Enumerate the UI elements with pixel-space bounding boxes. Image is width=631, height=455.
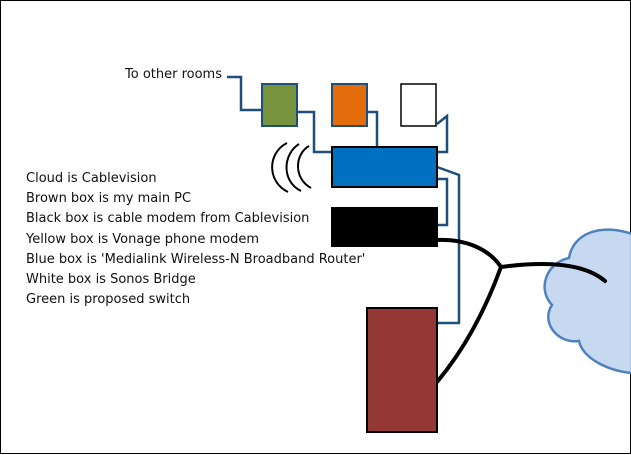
sonos-bridge-box bbox=[400, 83, 437, 127]
cable-junction-to-pc bbox=[435, 265, 503, 384]
wifi-wave-middle bbox=[285, 143, 302, 192]
legend-item-sonos: White box is Sonos Bridge bbox=[26, 272, 196, 288]
vonage-box bbox=[331, 83, 368, 127]
router-box bbox=[331, 146, 438, 188]
legend-item-switch: Green is proposed switch bbox=[26, 292, 191, 308]
to-other-rooms-label: To other rooms bbox=[125, 67, 222, 82]
switch-box bbox=[261, 83, 298, 127]
legend-item-cloud: Cloud is Cablevision bbox=[26, 171, 157, 186]
cable-modem-to-junction bbox=[435, 237, 503, 269]
legend-item-modem: Black box is cable modem from Cablevisio… bbox=[26, 211, 310, 227]
link-vonage-to-router bbox=[367, 110, 379, 147]
link-rooms-to-switch bbox=[227, 75, 261, 112]
link-router-to-pc bbox=[436, 165, 461, 325]
wifi-wave-inner bbox=[297, 145, 312, 189]
link-switch-to-router bbox=[298, 110, 332, 154]
main-pc-box bbox=[366, 307, 438, 433]
cloud-icon bbox=[543, 228, 631, 375]
link-router-to-modem bbox=[437, 177, 449, 227]
link-sonos-to-router bbox=[436, 113, 449, 154]
network-links bbox=[227, 75, 461, 325]
cable-modem-box bbox=[331, 207, 438, 247]
legend: Cloud is Cablevision Brown box is my mai… bbox=[26, 169, 365, 310]
legend-item-pc: Brown box is my main PC bbox=[26, 191, 192, 207]
wifi-wave-outer bbox=[271, 142, 289, 193]
legend-item-router: Blue box is 'Medialink Wireless-N Broadb… bbox=[26, 251, 366, 267]
cable-junction-to-cloud bbox=[499, 262, 607, 283]
cable-lines bbox=[435, 237, 607, 384]
wifi-waves-icon bbox=[271, 142, 312, 193]
legend-item-vonage: Yellow box is Vonage phone modem bbox=[26, 231, 260, 247]
